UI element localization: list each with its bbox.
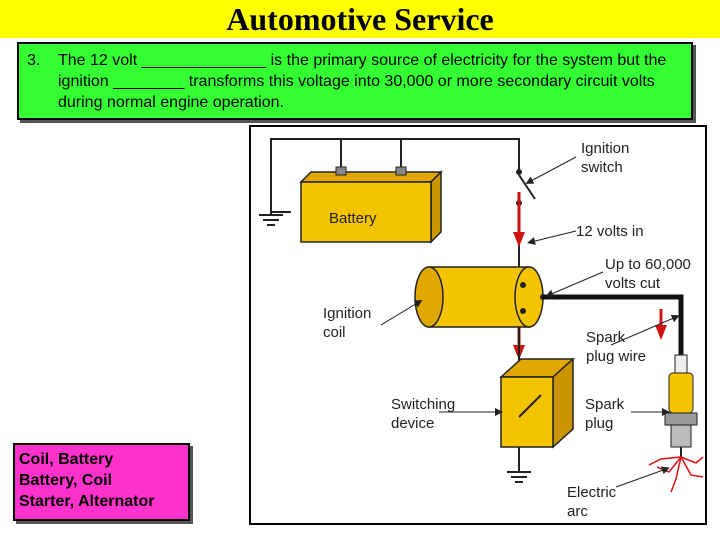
battery-ground-wire (270, 138, 341, 213)
ignition-switch-label-1: Ignition (581, 140, 629, 157)
volts-out-label-1: Up to 60,000 (605, 256, 691, 273)
spark-plug-wire-label-1: Spark (586, 329, 626, 346)
spark-plug-label-2: plug (585, 415, 613, 432)
switching-device-label-1: Switching (391, 396, 455, 413)
answer-box: Coil, Battery Battery, Coil Starter, Alt… (13, 443, 190, 521)
switching-device-label-2: device (391, 415, 434, 432)
spark-plug-wire-label-2: plug wire (586, 348, 646, 365)
ignition-coil-label-1: Ignition (323, 305, 371, 322)
electric-arc-label-1: Electric (567, 484, 617, 501)
spark-arc-icon (648, 456, 704, 493)
ignition-diagram-svg: Battery (259, 138, 704, 520)
spark-plug-shape (664, 354, 698, 457)
device-ground-icon (507, 471, 531, 483)
battery-ground-icon (259, 212, 283, 226)
answer-option-1: Coil, Battery (19, 451, 114, 468)
ignition-switch-label-2: switch (581, 159, 623, 176)
switching-device-shape (499, 357, 575, 449)
electric-arc-label-2: arc (567, 503, 588, 520)
spark-plug-wire (543, 294, 684, 357)
answer-option-3: Starter, Alternator (19, 493, 155, 510)
leader-lines (380, 156, 680, 488)
battery-label: Battery (329, 210, 377, 227)
question-box: 3. The 12 volt ______________ is the pri… (17, 42, 693, 120)
question-body: The 12 volt ______________ is the primar… (58, 52, 667, 111)
ignition-diagram: Battery (249, 125, 707, 525)
answer-option-2: Battery, Coil (19, 472, 113, 489)
twelve-volts-label: 12 volts in (576, 223, 644, 240)
question-number: 3. (27, 52, 41, 69)
slide-title: Automotive Service (226, 1, 494, 37)
ignition-coil-label-2: coil (323, 324, 346, 341)
volts-out-label-2: volts cut (605, 275, 661, 292)
main-wire (401, 138, 520, 172)
battery-shape: Battery (299, 166, 443, 244)
ignition-coil-shape (414, 266, 546, 328)
spark-plug-label-1: Spark (585, 396, 625, 413)
title-bar (0, 0, 720, 38)
